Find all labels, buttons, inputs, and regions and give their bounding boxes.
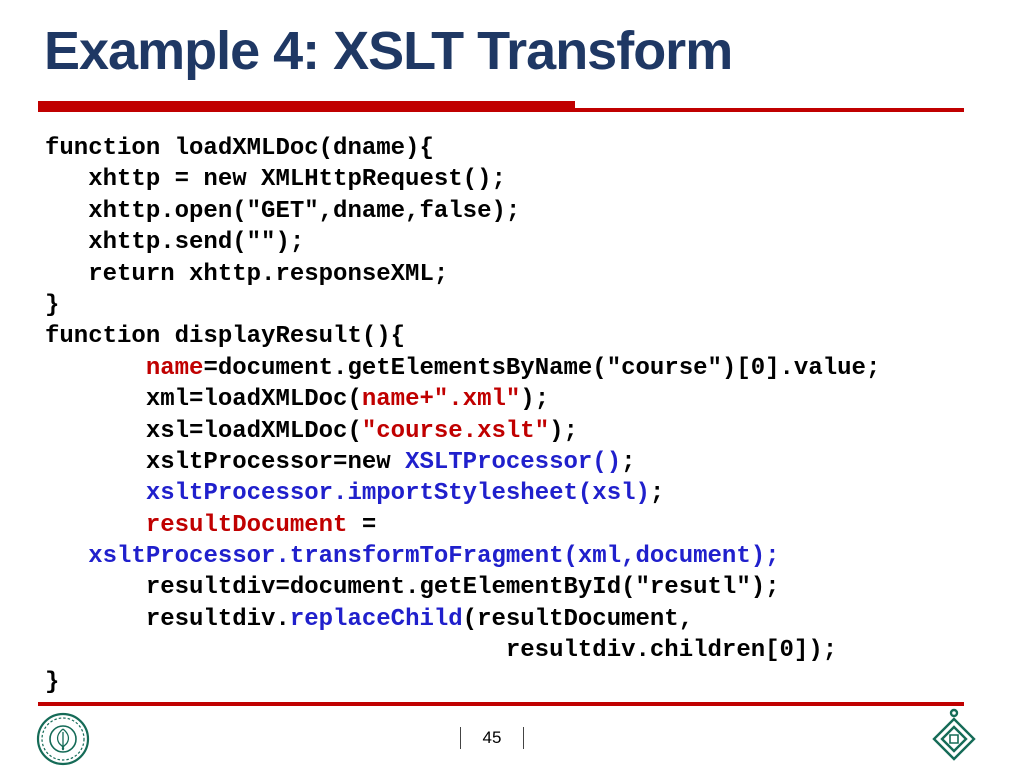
code-segment: ; [621,448,636,476]
code-line: } [45,290,880,321]
code-segment: xsltProcessor.importStylesheet(xsl) [145,480,650,508]
code-segment: function displayResult(){ [45,323,406,351]
code-segment: name [145,354,204,382]
code-block: function loadXMLDoc(dname){ xhttp = new … [45,133,880,698]
code-segment: resultdiv=document.getElementById("resut… [45,574,780,602]
page-number: 45 [460,727,524,749]
code-segment: xhttp.open("GET",dname,false); [45,197,521,225]
code-segment: xhttp = new XMLHttpRequest(); [45,166,506,194]
code-line: xhttp.send(""); [45,227,880,258]
code-line: function displayResult(){ [45,321,880,352]
code-line: resultDocument = [45,510,880,541]
code-segment: } [45,291,60,319]
code-segment: return xhttp.responseXML; [45,260,449,288]
code-line: } [45,667,880,698]
code-segment [45,543,88,570]
code-segment: ); [520,386,550,414]
university-emblem-icon [928,707,980,768]
code-segment: name+".xml" [361,386,521,414]
code-segment: } [45,668,60,696]
code-segment: (resultDocument, [462,605,694,633]
code-line: resultdiv=document.getElementById("resut… [45,572,880,603]
footer-divider [38,702,964,706]
code-segment [45,480,146,507]
code-segment: resultdiv.children[0]); [45,637,838,665]
code-line: xhttp.open("GET",dname,false); [45,196,880,227]
code-segment: ; [649,480,665,508]
code-segment: xhttp.send(""); [45,229,305,257]
code-segment: xml=loadXMLDoc( [45,386,362,414]
title-underline-thin-bar [38,108,964,112]
code-segment: = [347,511,377,539]
code-line: xsl=loadXMLDoc("course.xslt"); [45,416,880,447]
code-line: resultdiv.replaceChild(resultDocument, [45,604,880,635]
code-segment: xsltProcessor.transformToFragment(xml,do… [88,543,780,571]
code-line: function loadXMLDoc(dname){ [45,133,880,164]
code-line: xsltProcessor.importStylesheet(xsl); [45,478,880,509]
code-segment: resultDocument [145,511,348,539]
code-line: xsltProcessor.transformToFragment(xml,do… [45,541,880,572]
code-line: xhttp = new XMLHttpRequest(); [45,164,880,195]
code-segment: xsltProcessor=new [45,448,406,476]
code-segment: resultdiv. [45,605,290,633]
university-seal-icon [36,712,90,768]
code-line: return xhttp.responseXML; [45,259,880,290]
code-line: resultdiv.children[0]); [45,635,880,666]
code-segment: xsl=loadXMLDoc( [45,417,362,445]
code-line: xsltProcessor=new XSLTProcessor(); [45,447,880,478]
code-line: name=document.getElementsByName("course"… [45,353,881,384]
title-underline-thick-bar [38,101,576,111]
code-segment [45,512,146,539]
code-segment: "course.xslt" [361,417,550,445]
code-segment: replaceChild [289,605,463,633]
code-segment: =document.getElementsByName("course")[0]… [203,354,881,382]
code-line: xml=loadXMLDoc(name+".xml"); [45,384,880,415]
code-segment: ); [549,417,578,445]
title-underline [38,101,964,114]
code-segment [45,355,146,382]
slide-title: Example 4: XSLT Transform [44,21,733,81]
code-segment: XSLTProcessor() [405,448,622,476]
code-segment: function loadXMLDoc(dname){ [45,135,434,162]
